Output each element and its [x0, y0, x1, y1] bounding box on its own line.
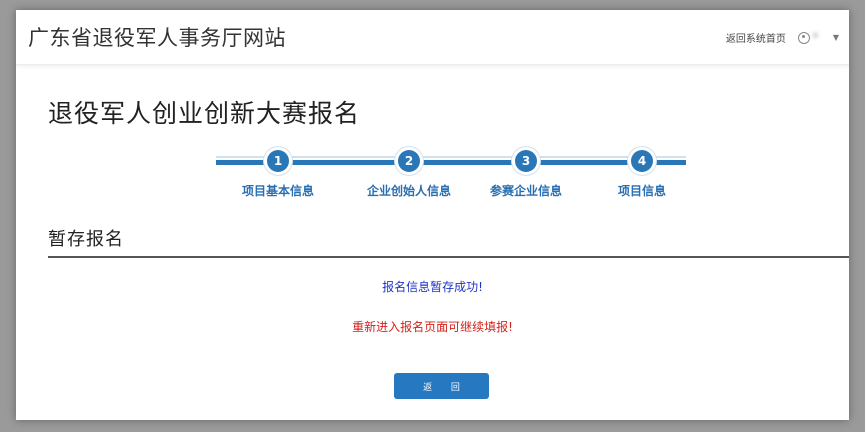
step-4: 4 项目信息 [582, 150, 702, 199]
home-link[interactable]: 返回系统首页 [725, 34, 786, 45]
step-label: 参赛企业信息 [489, 184, 562, 198]
step-2: 2 企业创始人信息 [349, 150, 469, 199]
step-label: 企业创始人信息 [366, 184, 451, 198]
site-title: 广东省退役军人事务厅网站 [28, 26, 286, 50]
notice-message: 重新进入报名页面可继续填报! [352, 320, 513, 334]
progress-track-highlight [216, 156, 686, 158]
section-divider [48, 256, 849, 258]
step-number: 1 [267, 150, 289, 172]
page-title: 退役军人创业创新大赛报名 [48, 99, 361, 128]
back-button[interactable]: 返 回 [394, 373, 489, 399]
user-icon[interactable] [797, 31, 810, 44]
top-right-nav: 返回系统首页 * ▼ [726, 30, 839, 45]
step-label: 项目基本信息 [241, 184, 314, 198]
step-1: 1 项目基本信息 [218, 150, 338, 199]
step-number: 3 [515, 150, 537, 172]
chevron-down-icon[interactable]: ▼ [832, 33, 839, 42]
section-title: 暂存报名 [48, 229, 124, 250]
username[interactable]: * [812, 31, 818, 43]
progress-track [216, 160, 686, 165]
step-3: 3 参赛企业信息 [466, 150, 586, 199]
step-number: 2 [398, 150, 420, 172]
top-bar: 广东省退役军人事务厅网站 返回系统首页 * ▼ [16, 10, 849, 65]
step-number: 4 [631, 150, 653, 172]
browser-window: 广东省退役军人事务厅网站 返回系统首页 * ▼ 退役军人创业创新大赛报名 1 项… [16, 10, 849, 420]
step-label: 项目信息 [617, 184, 666, 198]
step-progress: 1 项目基本信息 2 企业创始人信息 3 参赛企业信息 4 项目信息 [216, 150, 686, 220]
success-message: 报名信息暂存成功! [382, 280, 483, 294]
